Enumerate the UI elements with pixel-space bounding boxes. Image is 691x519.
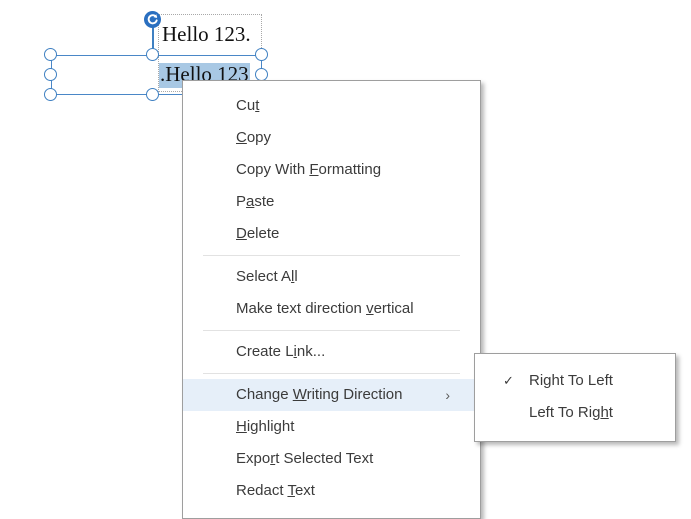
menu-item-label: Select All [236,268,298,285]
submenu-item-left-to-right[interactable]: Left To Right [475,397,675,429]
checkmark-icon: ✓ [503,373,514,388]
menu-item-select-all[interactable]: Select All [183,261,480,293]
menu-item-label: Paste [236,193,275,210]
menu-item-label: Copy With Formatting [236,161,382,178]
resize-handle-top-middle[interactable] [146,48,159,61]
menu-separator [203,330,460,331]
menu-item-label: Make text direction vertical [236,300,414,317]
menu-separator [203,255,460,256]
menu-item-label: Highlight [236,418,295,435]
resize-handle-bottom-middle[interactable] [146,88,159,101]
submenu-item-label: Right To Left [529,372,613,389]
menu-item-highlight[interactable]: Highlight [183,411,480,443]
resize-handle-top-right[interactable] [255,48,268,61]
menu-item-label: Delete [236,225,280,242]
submenu-item-label: Left To Right [529,404,613,421]
menu-item-label: Create Link... [236,343,326,360]
menu-item-label: Export Selected Text [236,450,374,467]
menu-item-delete[interactable]: Delete [183,218,480,250]
rotation-handle-stem [152,22,154,52]
document-text-line-1[interactable]: Hello 123. [162,22,251,46]
chevron-right-icon: › [445,387,450,403]
resize-handle-top-left[interactable] [44,48,57,61]
rotate-icon[interactable] [144,11,161,28]
menu-item-label: Change Writing Direction [236,386,403,403]
menu-item-export-selected-text[interactable]: Export Selected Text [183,443,480,475]
menu-item-label: Redact Text [236,482,315,499]
menu-item-make-text-direction-vertical[interactable]: Make text direction vertical [183,293,480,325]
menu-item-change-writing-direction[interactable]: Change Writing Direction › [183,379,480,411]
menu-item-redact-text[interactable]: Redact Text [183,475,480,507]
menu-item-label: Cut [236,97,260,114]
menu-separator [203,373,460,374]
resize-handle-middle-left[interactable] [44,68,57,81]
resize-handle-bottom-left[interactable] [44,88,57,101]
menu-item-copy-with-formatting[interactable]: Copy With Formatting [183,154,480,186]
menu-item-create-link[interactable]: Create Link... [183,336,480,368]
menu-item-cut[interactable]: Cut [183,90,480,122]
submenu-item-right-to-left[interactable]: ✓ Right To Left [475,365,675,397]
menu-item-copy[interactable]: Copy [183,122,480,154]
menu-item-paste[interactable]: Paste [183,186,480,218]
menu-item-label: Copy [236,129,272,146]
